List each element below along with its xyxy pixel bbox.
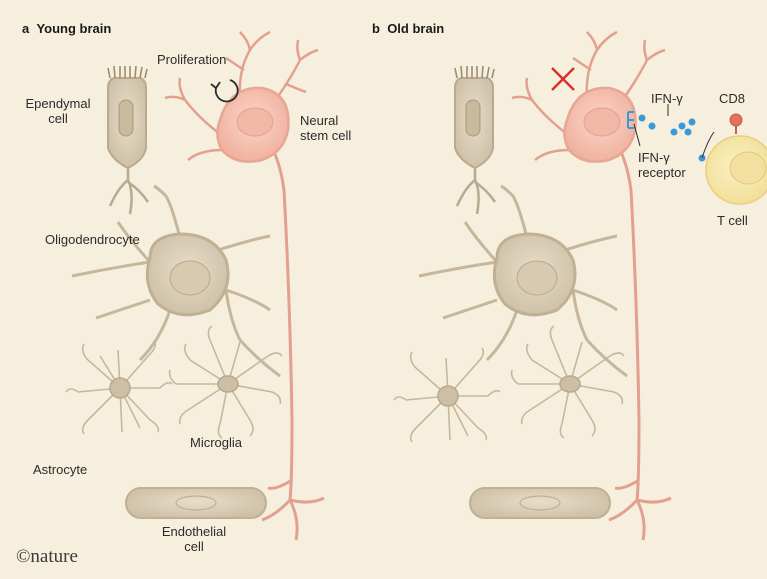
oligodendrocyte-old bbox=[418, 184, 628, 378]
proliferation-arrow-icon bbox=[210, 79, 239, 103]
ifn-gamma-receptor bbox=[627, 111, 634, 129]
microglia bbox=[168, 325, 283, 439]
panel-a-title: a Young brain bbox=[22, 21, 111, 36]
neural-stem-cell-old bbox=[511, 30, 672, 541]
oligodendrocyte bbox=[71, 184, 281, 378]
panel-a-letter: a bbox=[22, 21, 30, 36]
neural-stem-cell bbox=[164, 30, 325, 541]
no-proliferation-cross-icon bbox=[551, 67, 575, 91]
panel-b-heading: Old brain bbox=[387, 21, 445, 36]
ependymal-label: Ependymal cell bbox=[20, 96, 96, 126]
panel-a bbox=[65, 30, 325, 541]
endothelial-label-line2: cell bbox=[184, 539, 204, 554]
t-cell-label: T cell bbox=[717, 213, 748, 228]
ifn-gamma-label: IFN-γ bbox=[651, 91, 683, 106]
panel-b bbox=[393, 30, 767, 541]
t-cell bbox=[705, 113, 767, 205]
oligodendrocyte-label: Oligodendrocyte bbox=[45, 232, 140, 247]
microglia-label: Microglia bbox=[190, 435, 243, 450]
ifn-receptor-label-line1: IFN-γ bbox=[638, 150, 670, 165]
neural-label-line1: Neural bbox=[300, 113, 339, 128]
panel-a-heading: Young brain bbox=[36, 21, 112, 36]
ifn-gamma-receptor-label: IFN-γ receptor bbox=[638, 150, 686, 180]
panel-b-letter: b bbox=[372, 21, 380, 36]
ependymal-label-line1: Ependymal bbox=[25, 96, 91, 111]
ependymal-cell-old bbox=[454, 65, 497, 215]
panel-b-title: b Old brain bbox=[372, 21, 444, 36]
astrocyte-old bbox=[393, 347, 501, 443]
neural-label-line2: stem cell bbox=[300, 128, 352, 143]
astrocyte-label: Astrocyte bbox=[33, 462, 88, 477]
ifn-label-leader bbox=[633, 104, 715, 159]
ependymal-cell bbox=[107, 65, 150, 215]
endothelial-label: Endothelial cell bbox=[146, 524, 242, 554]
proliferation-label: Proliferation bbox=[157, 52, 227, 67]
cd8-label: CD8 bbox=[719, 91, 746, 106]
microglia-old bbox=[510, 325, 625, 439]
ifn-receptor-label-line2: receptor bbox=[638, 165, 686, 180]
astrocyte bbox=[65, 339, 173, 435]
neural-stem-cell-label: Neural stem cell bbox=[300, 113, 351, 143]
endothelial-cell-old bbox=[469, 487, 611, 519]
ependymal-label-line2: cell bbox=[48, 111, 68, 126]
nature-credit: ©nature bbox=[16, 546, 78, 567]
endothelial-label-line1: Endothelial bbox=[161, 524, 227, 539]
endothelial-cell bbox=[125, 487, 267, 519]
cd8-receptor-icon bbox=[729, 113, 743, 127]
